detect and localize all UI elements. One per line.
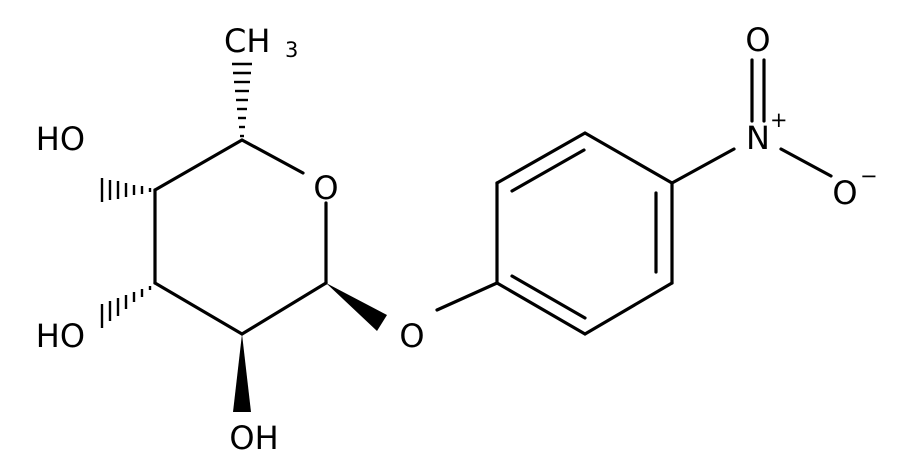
nitro-bonds: [750, 58, 833, 178]
bond-n-o-single: [779, 147, 833, 178]
nitro-oxygen-double-label: O: [745, 21, 770, 59]
hydroxyl-c4-label: HO: [36, 120, 85, 158]
bond-ar-n: [670, 147, 736, 185]
glycosidic-oxygen-label: O: [399, 317, 424, 355]
wedge-bond-c2-oh: [233, 334, 251, 412]
bond-ar-inner-c: [510, 148, 586, 193]
wedge-bond-c1-o: [326, 283, 387, 331]
bond-c4-c5: [153, 138, 244, 192]
bond-ar-1-2: [495, 281, 587, 336]
hashed-bond-c3-oh: [100, 286, 152, 328]
nitrogen-charge: +: [770, 108, 788, 132]
methyl-label: CH 3: [224, 22, 298, 62]
hashed-bond-c5-methyl: [232, 62, 252, 138]
nitro-nitrogen-label: N +: [746, 108, 788, 157]
bond-o-aryl: [435, 281, 499, 312]
bond-c5-ring-o: [240, 138, 305, 175]
bond-c2-c3: [153, 281, 244, 336]
hashed-bond-c4-oh: [100, 178, 152, 202]
pyranose-ring: [153, 138, 328, 336]
nitro-oxygen-single-label: O −: [832, 164, 877, 212]
nitrogen-symbol: N: [746, 119, 770, 157]
ring-oxygen-label: O: [313, 169, 338, 207]
hydroxyl-c2-label: OH: [229, 419, 278, 457]
methyl-main: CH: [224, 22, 270, 60]
methyl-subscript: 3: [285, 38, 298, 62]
hydroxyl-c3-label: HO: [36, 317, 85, 355]
bond-ar-2-3: [583, 281, 674, 336]
bond-ar-inner-a: [510, 274, 587, 320]
bond-ar-4-5: [583, 131, 674, 185]
benzene-ring: [435, 131, 736, 336]
oxygen-symbol: O: [832, 174, 857, 212]
bond-ar-5-6: [495, 131, 587, 185]
bond-c1-c2: [240, 281, 328, 336]
oxygen-charge: −: [860, 164, 878, 188]
